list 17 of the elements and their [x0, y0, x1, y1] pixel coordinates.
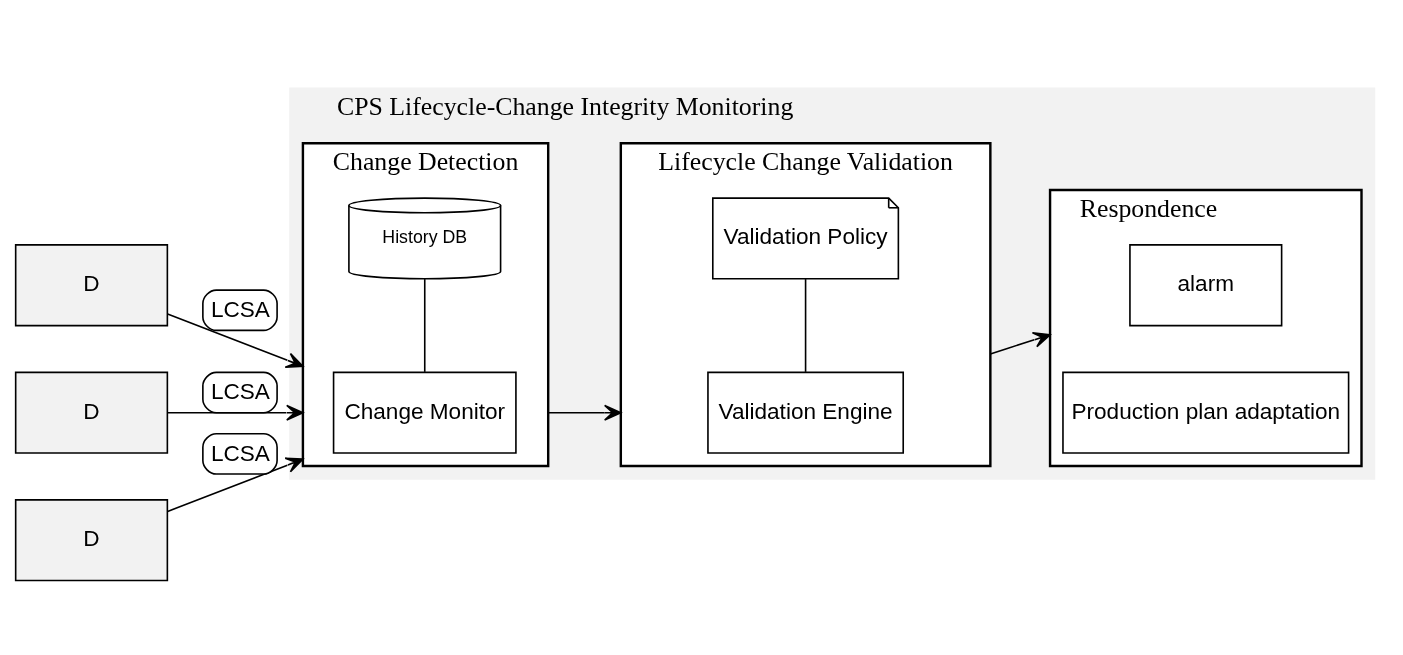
edge-label: LCSA	[210, 378, 270, 404]
arrow	[166, 404, 304, 421]
arrow	[547, 404, 622, 421]
edge-label: LCSA	[210, 296, 270, 322]
node-box: alarm	[1129, 243, 1283, 326]
connector	[804, 277, 807, 373]
arrow	[166, 312, 304, 368]
node-box: D	[14, 498, 169, 581]
node-box: Validation Engine	[707, 371, 904, 454]
node-box: D	[14, 371, 169, 454]
arrow	[166, 456, 304, 512]
node-box: Change Monitor	[332, 371, 517, 454]
node-box: D	[14, 243, 169, 326]
connector	[423, 277, 426, 373]
arrow	[989, 331, 1051, 355]
node-box: Production plan adaptation	[1062, 371, 1350, 454]
edge-label: LCSA	[210, 440, 270, 466]
